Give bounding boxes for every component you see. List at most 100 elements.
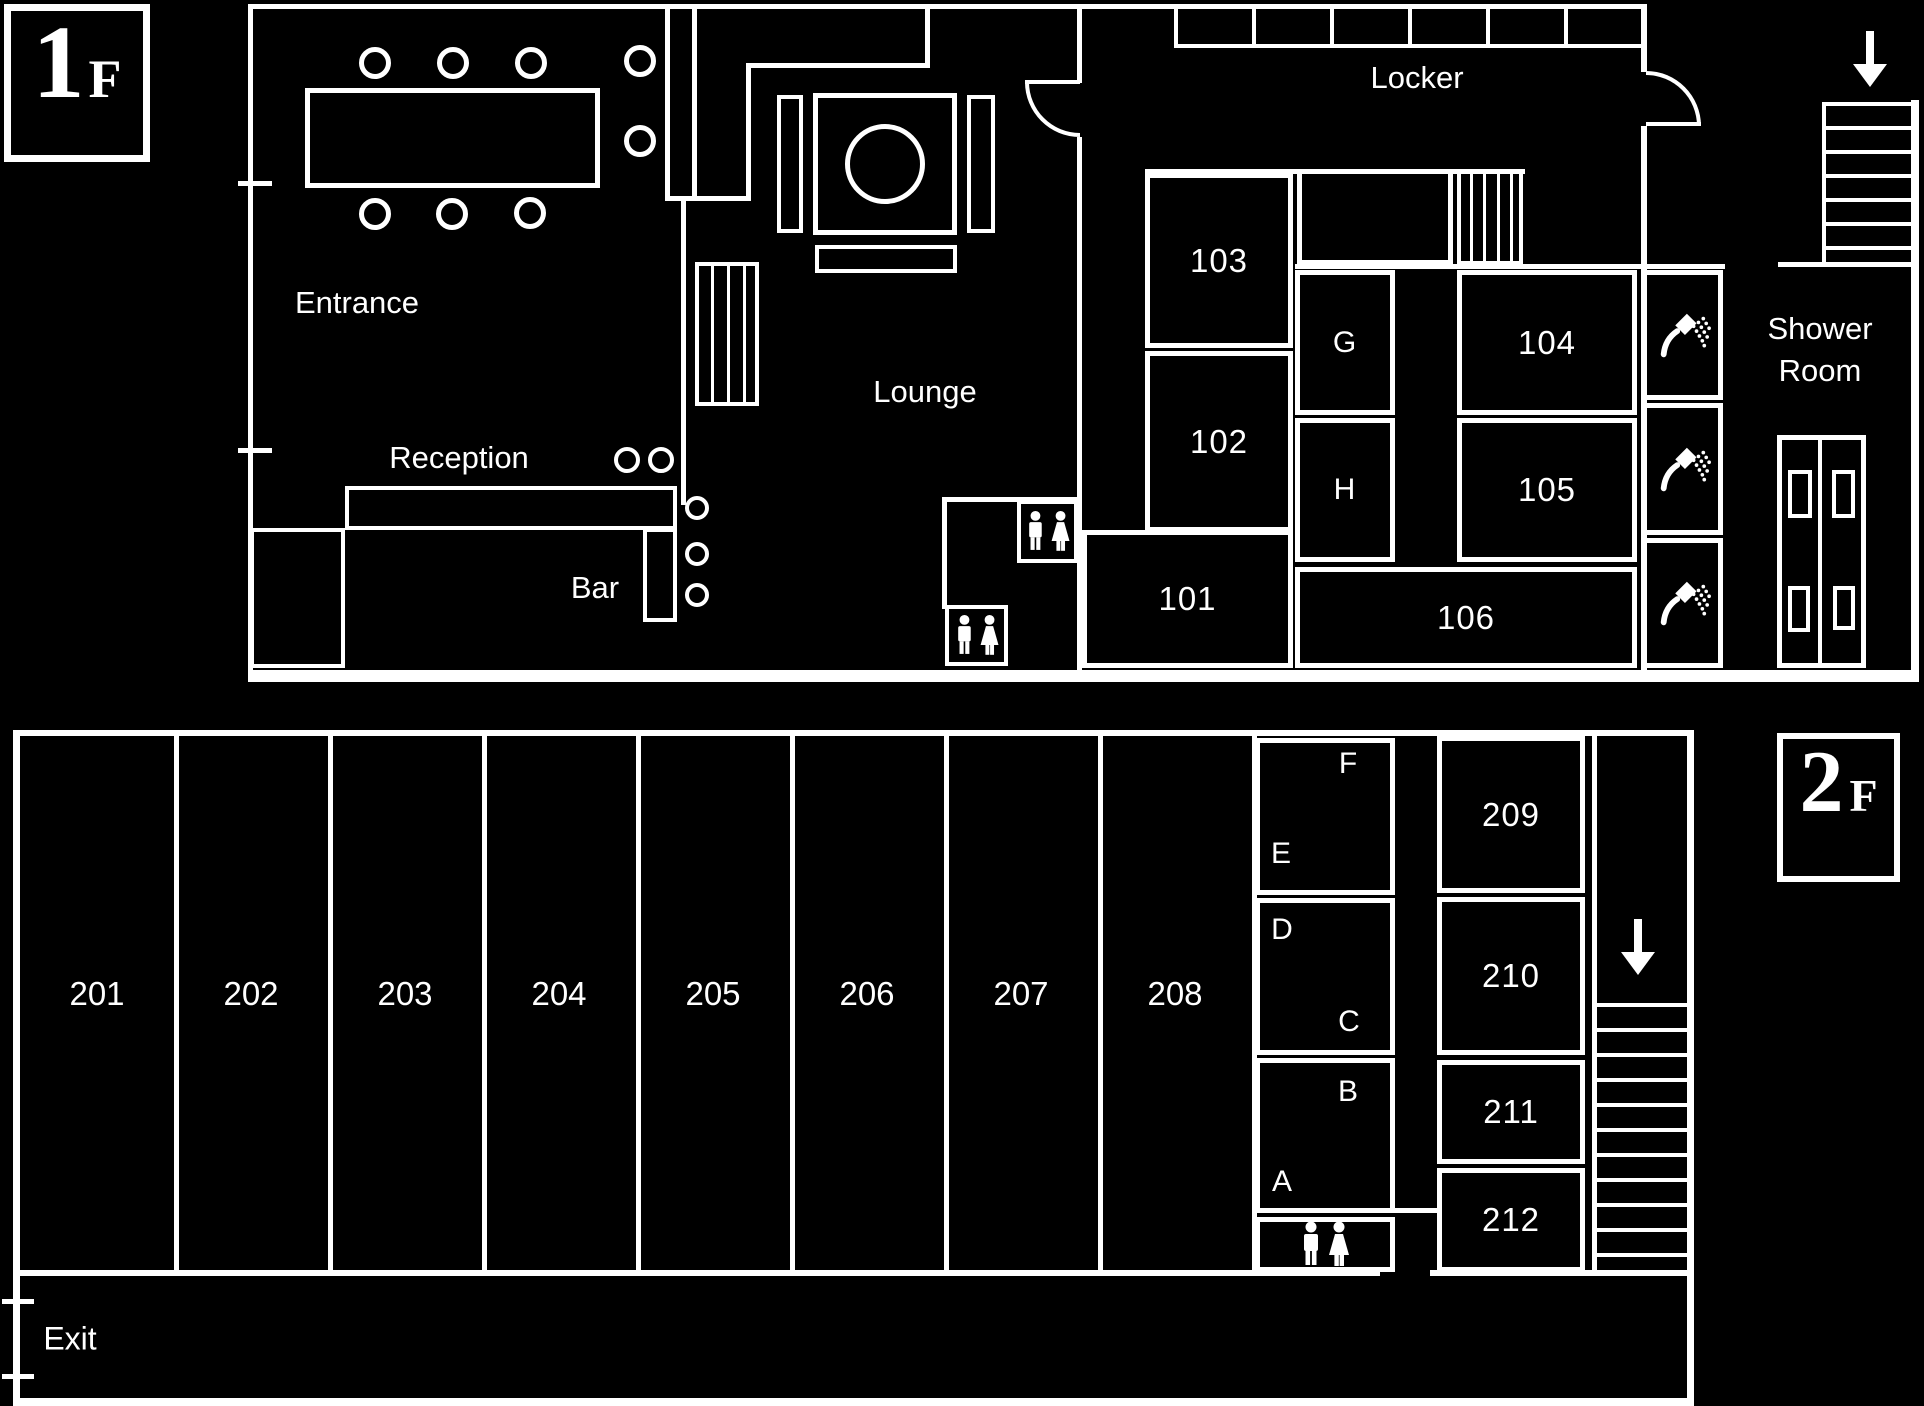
room-label-208: 208 <box>1147 975 1203 1012</box>
lounge-sofa <box>815 245 957 273</box>
room-label-202: 202 <box>223 975 279 1012</box>
shower-cubicle <box>1642 403 1723 535</box>
wall <box>1641 126 1647 677</box>
chair <box>515 47 547 79</box>
chair <box>436 198 468 230</box>
wall <box>1408 4 1412 48</box>
stairs <box>1822 150 1916 154</box>
wall <box>13 730 20 1406</box>
stairs <box>1592 1053 1687 1057</box>
area-label-locker: Locker <box>1370 60 1464 95</box>
chair <box>685 496 709 520</box>
stairs <box>1483 169 1486 265</box>
stairs <box>1592 1003 1687 1007</box>
room-label-206: 206 <box>839 975 895 1012</box>
shower-icon <box>1654 574 1712 632</box>
bar-counter <box>643 528 677 622</box>
chair <box>624 125 656 157</box>
room-211: 211 <box>1437 1060 1585 1164</box>
wall <box>13 1398 1693 1406</box>
bar-counter <box>345 486 677 530</box>
pod-label-f: F <box>1338 747 1358 780</box>
pod-label-b: B <box>1337 1075 1359 1108</box>
down-arrow-icon <box>1852 31 1888 87</box>
wall <box>174 736 179 1270</box>
lounge-seat <box>777 95 803 233</box>
stairs <box>711 262 714 406</box>
chair <box>648 447 674 473</box>
wall <box>942 497 1078 502</box>
shower-fixture-window <box>1833 586 1855 630</box>
wall <box>1641 4 1647 72</box>
room-label: 105 <box>1517 471 1577 508</box>
shower-icon <box>1654 306 1712 364</box>
toilet-cell <box>1255 1217 1395 1272</box>
area-label-exit: Exit <box>43 1320 97 1357</box>
chair <box>624 45 656 77</box>
floor-1-tag: 1 F <box>4 4 150 162</box>
wall <box>746 63 930 68</box>
area-label-reception: Reception <box>389 440 529 475</box>
floor-2-tag-number: 2 <box>1799 734 1844 831</box>
toilet-cell <box>1017 500 1078 563</box>
wall <box>1911 100 1919 672</box>
wall <box>942 497 947 609</box>
stairs <box>1592 1078 1687 1082</box>
toilet-icon <box>1299 1221 1352 1269</box>
chair <box>359 198 391 230</box>
wall <box>944 736 949 1270</box>
chair <box>514 197 546 229</box>
room-103: 103 <box>1145 173 1293 348</box>
room-102: 102 <box>1145 351 1293 532</box>
door-arc <box>1646 71 1701 126</box>
wall <box>1564 4 1568 48</box>
room-label-207: 207 <box>993 975 1049 1012</box>
wall <box>248 4 1646 9</box>
wall <box>238 448 272 453</box>
wall <box>1330 4 1334 48</box>
room-label: 104 <box>1517 323 1577 361</box>
area-label-bar: Bar <box>570 570 620 605</box>
area-label-shower-room: Shower Room <box>1767 308 1872 392</box>
wall <box>1077 137 1082 672</box>
wall <box>925 4 930 68</box>
wall <box>665 196 751 201</box>
stairs <box>1470 169 1473 265</box>
wall <box>692 4 697 200</box>
shower-cubicle <box>1642 270 1723 400</box>
wall <box>1778 262 1918 267</box>
wall <box>2 1374 34 1379</box>
shower-cubicle <box>1642 538 1723 668</box>
stairs <box>1822 198 1916 202</box>
wall <box>2 1299 34 1304</box>
pod-label-e: E <box>1270 837 1292 870</box>
room-106: 106 <box>1295 567 1637 668</box>
wall <box>1818 435 1822 668</box>
plan-box <box>1255 898 1395 1055</box>
door-arc <box>1025 82 1080 137</box>
room-210: 210 <box>1437 897 1585 1055</box>
stairs <box>1497 169 1500 265</box>
wall <box>482 736 487 1270</box>
room-label-205: 205 <box>685 975 741 1012</box>
door-leaf <box>1646 122 1701 126</box>
room-h: H <box>1295 418 1395 562</box>
down-arrow-icon <box>1620 919 1656 975</box>
wall <box>1295 264 1725 269</box>
room-g: G <box>1295 270 1395 415</box>
stairs <box>743 262 746 406</box>
room-209: 209 <box>1437 736 1585 893</box>
wall <box>790 736 795 1270</box>
room-label: 211 <box>1483 1093 1539 1130</box>
room-label: 102 <box>1189 422 1249 460</box>
stairs <box>1822 174 1916 178</box>
stairs <box>1592 1178 1687 1182</box>
wall <box>1430 1270 1687 1276</box>
wall <box>746 64 751 201</box>
room-101: 101 <box>1082 530 1293 668</box>
chair <box>614 447 640 473</box>
wall <box>20 1270 1380 1276</box>
stairs <box>1592 1103 1687 1107</box>
floor-2-tag: 2 F <box>1777 733 1900 882</box>
stairs <box>1592 1153 1687 1157</box>
